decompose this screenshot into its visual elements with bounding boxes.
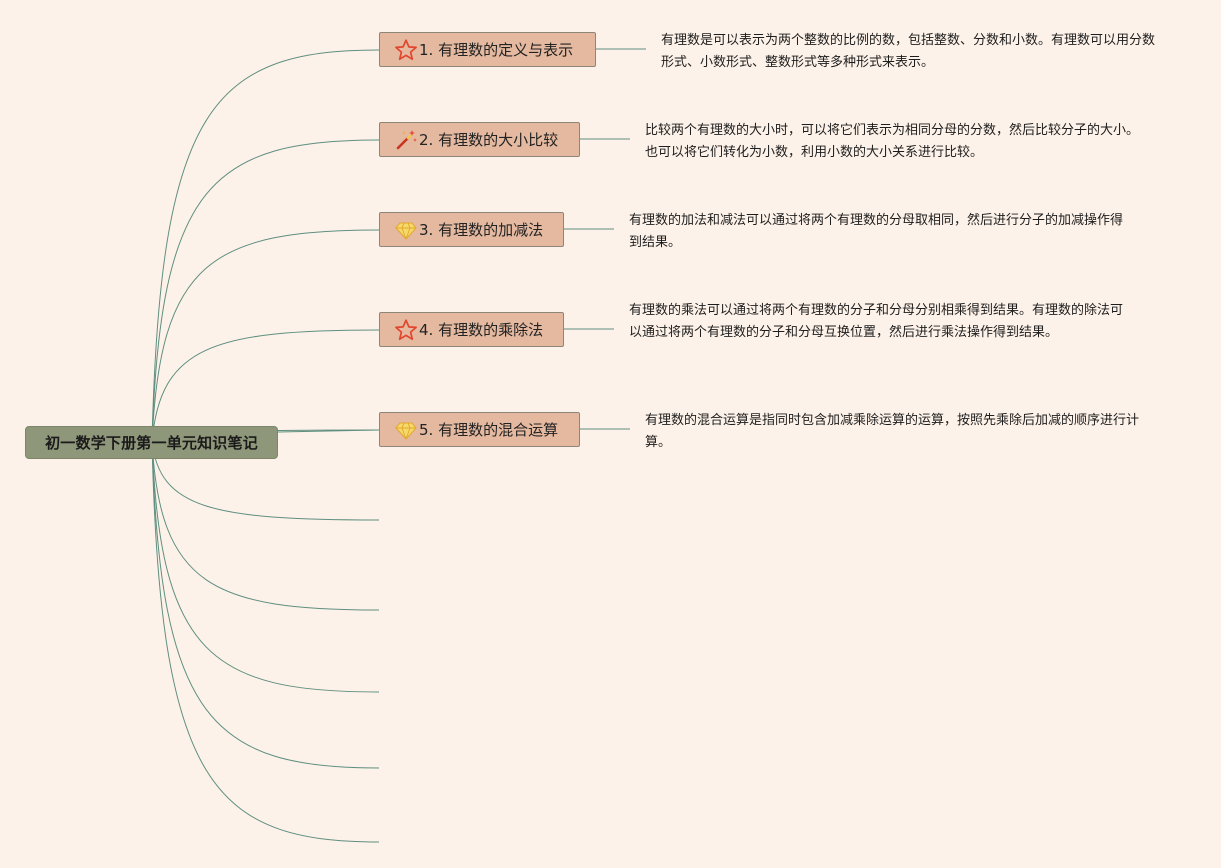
magic-wand-icon [394,128,418,152]
branch-connector-4 [151,329,380,443]
topic-note-5: 有理数的混合运算是指同时包含加减乘除运算的运算，按照先乘除后加减的顺序进行计算。 [645,413,1140,450]
star-outline-icon [394,318,418,342]
branch-connector-6 [151,441,380,521]
topic-note-4: 有理数的乘法可以通过将两个有理数的分子和分母分别相乘得到结果。有理数的除法可以通… [629,303,1124,340]
branch-connector-10 [151,441,380,843]
topic-note-1: 有理数是可以表示为两个整数的比例的数，包括整数、分数和小数。有理数可以用分数形式… [661,33,1156,70]
topic-node-1[interactable]: 1. 有理数的定义与表示 [379,32,596,67]
topic-node-3[interactable]: 3. 有理数的加减法 [379,212,564,247]
topic-node-4[interactable]: 4. 有理数的乘除法 [379,312,564,347]
root-topic-label: 初一数学下册第一单元知识笔记 [45,434,258,452]
topic-label-2: 2. 有理数的大小比较 [419,131,559,149]
branch-connector-8 [151,441,380,693]
branch-connector-9 [151,441,380,769]
gem-icon [394,418,418,442]
branch-connector-1 [151,49,380,443]
root-connector [277,429,380,433]
branch-connector-7 [151,441,380,611]
branch-connector-2 [151,139,380,443]
gem-icon [394,218,418,242]
topic-note-2: 比较两个有理数的大小时，可以将它们表示为相同分母的分数，然后比较分子的大小。也可… [645,123,1140,160]
star-outline-icon [394,38,418,62]
topic-node-2[interactable]: 2. 有理数的大小比较 [379,122,580,157]
root-topic[interactable]: 初一数学下册第一单元知识笔记 [25,426,278,459]
topic-note-3: 有理数的加法和减法可以通过将两个有理数的分母取相同，然后进行分子的加减操作得到结… [629,213,1124,250]
topic-label-5: 5. 有理数的混合运算 [419,421,559,439]
branch-connector-3 [151,229,380,443]
topic-label-1: 1. 有理数的定义与表示 [419,41,574,59]
topic-node-5[interactable]: 5. 有理数的混合运算 [379,412,580,447]
topic-label-4: 4. 有理数的乘除法 [419,321,544,339]
topic-label-3: 3. 有理数的加减法 [419,221,544,239]
